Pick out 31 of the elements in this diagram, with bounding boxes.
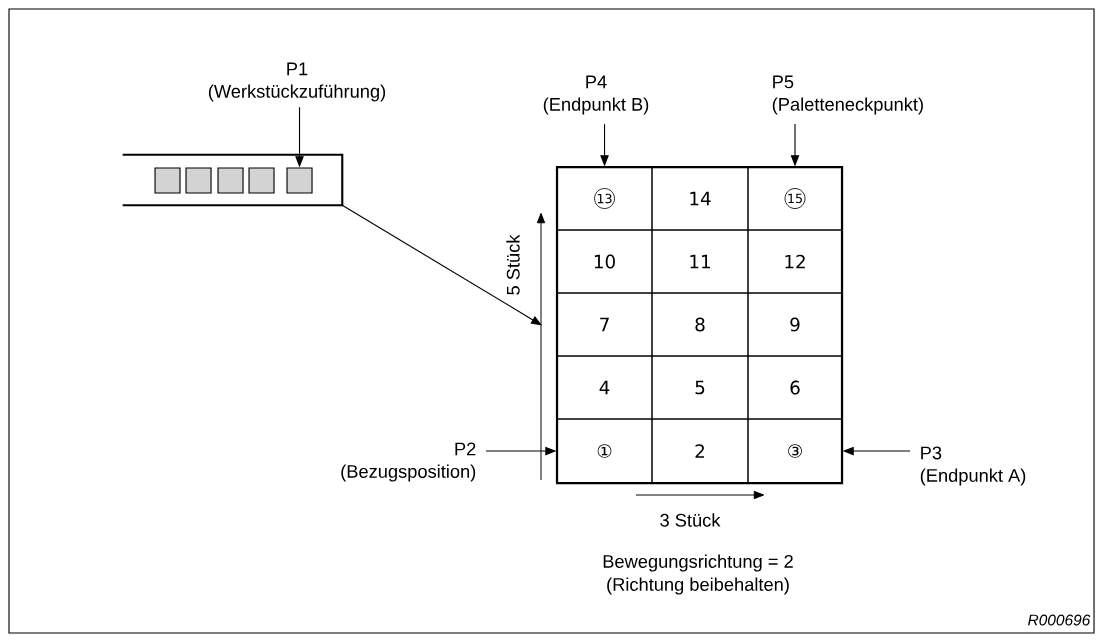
- point-label: P4 (Endpunkt B): [543, 75, 649, 115]
- point-label: P1 (Werkstückzuführung): [208, 62, 386, 102]
- grid-cell: 12: [747, 229, 843, 294]
- grid-cell: 4: [556, 355, 653, 420]
- dimension-label: 3 Stück: [660, 513, 721, 527]
- grid-cell: 5: [651, 355, 749, 420]
- grid-cell: 9: [747, 292, 843, 357]
- point-label: P2 (Bezugsposition): [341, 442, 476, 482]
- grid-cell: ①: [556, 418, 653, 484]
- caption-text: (Richtung beibehalten): [607, 577, 789, 595]
- grid-cell: 14: [651, 166, 749, 231]
- grid-cell: 15: [747, 166, 843, 231]
- point-label: P3 (Endpunkt A): [920, 446, 1026, 486]
- grid-cell: 6: [747, 355, 843, 420]
- workpiece-square: [286, 167, 313, 194]
- grid-cell: ③: [747, 418, 843, 484]
- drawing-number: R000696: [1028, 614, 1091, 626]
- workpiece-square: [217, 167, 244, 194]
- workpiece-square: [185, 167, 212, 194]
- conveyor-drawing: [122, 153, 344, 207]
- dimension-label: 5 Stück: [506, 234, 520, 295]
- point-label: P5 (Paletteneckpunkt): [772, 75, 923, 115]
- workpiece-square: [154, 167, 181, 194]
- workpiece-square: [248, 167, 275, 194]
- caption-text: Bewegungsrichtung = 2: [603, 554, 793, 572]
- grid-cell: 8: [651, 292, 749, 357]
- grid-cell: 10: [556, 229, 653, 294]
- grid-cell: 13: [556, 166, 653, 231]
- grid-cell: 11: [651, 229, 749, 294]
- grid-cell: 2: [651, 418, 749, 484]
- grid-cell: 7: [556, 292, 653, 357]
